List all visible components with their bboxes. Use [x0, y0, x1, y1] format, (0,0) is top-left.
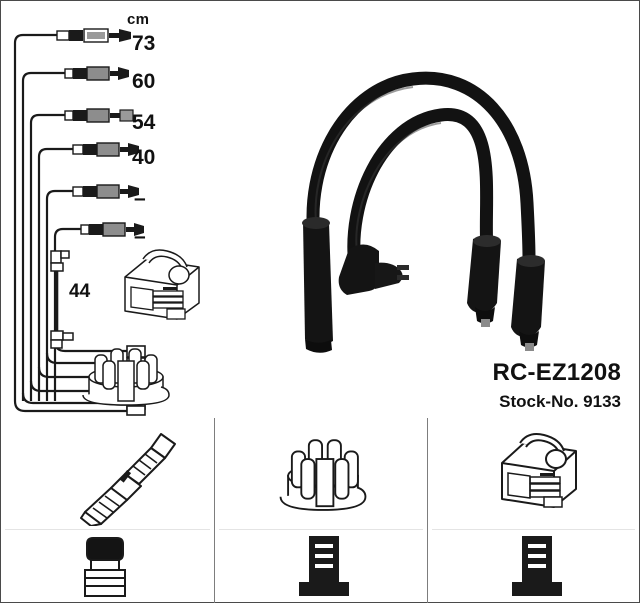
- length-value-1: 73: [132, 32, 156, 55]
- ignition-coil-icon: [501, 433, 577, 508]
- boot-taper-2: [511, 255, 545, 351]
- length-value-4: 40: [132, 146, 156, 169]
- plug-boot-terminal-icon: [84, 537, 126, 597]
- part-number: RC-EZ1208: [492, 359, 621, 386]
- panel-ignition-coil: [427, 418, 639, 603]
- spark-plug-icon: [80, 433, 176, 526]
- boot-straight-long: [302, 217, 333, 353]
- connector-row-3: [64, 108, 134, 123]
- length-value-3: 54: [132, 111, 156, 134]
- upper-text-layer: cm 73 60 54 40 – – 44 RC-EZ1208 Stock-No…: [1, 1, 639, 418]
- panel-divider: [432, 529, 635, 530]
- connector-row-5: [72, 184, 139, 199]
- connector-row-2: [64, 66, 129, 81]
- panel-distributor-cap: [214, 418, 427, 603]
- distributor-cap-drawing: [82, 348, 170, 406]
- connector-row-6: [80, 222, 144, 237]
- boot-right-angle: [338, 244, 409, 295]
- boot-taper-1: [467, 235, 501, 327]
- component-panel-row: [1, 418, 639, 603]
- ignition-coil-drawing: [124, 249, 200, 320]
- length-value-6: –: [134, 225, 146, 248]
- unit-header: cm: [127, 11, 150, 28]
- upper-section: cm 73 60 54 40 – – 44 RC-EZ1208 Stock-No…: [1, 1, 639, 418]
- length-row-connectors: [50, 28, 144, 349]
- ignition-cable-photo: [302, 71, 545, 353]
- panel-divider: [5, 529, 210, 530]
- panel-divider: [219, 529, 423, 530]
- panel-spark-plug: [1, 418, 214, 603]
- coil-lead-length-label: 44: [69, 281, 91, 302]
- length-value-2: 60: [132, 70, 156, 93]
- terminal-straight-icon: [299, 536, 349, 596]
- distributor-cap-icon: [279, 439, 367, 511]
- length-value-5: –: [134, 187, 146, 210]
- coil-lead-44: [50, 250, 74, 349]
- stock-number: Stock-No. 9133: [499, 392, 621, 411]
- connector-row-1: [56, 28, 131, 43]
- connector-row-4: [72, 142, 139, 157]
- terminal-straight-icon: [512, 536, 562, 596]
